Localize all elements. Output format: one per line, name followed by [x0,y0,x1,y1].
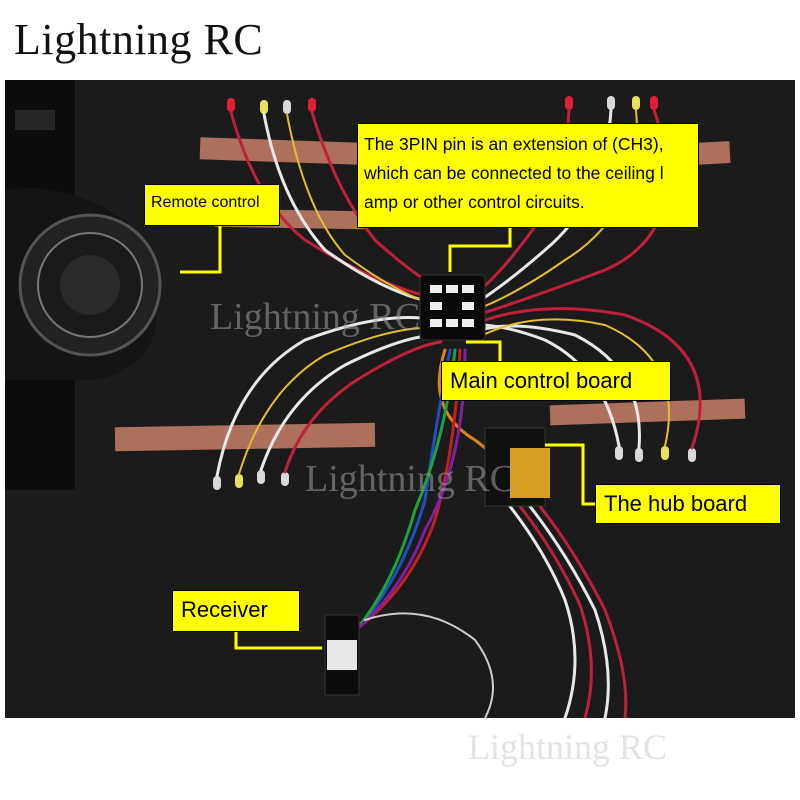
main-control-board-part [419,274,486,341]
callout-remote-control: Remote control [144,184,280,226]
receiver-part [324,614,360,696]
callout-3pin-line-1: The 3PIN pin is an extension of (CH3), [364,134,664,154]
callout-3pin-line-2: which can be connected to the ceiling l [364,163,664,183]
callout-receiver: Receiver [172,590,300,632]
led-bulbs [213,96,696,490]
brand-watermark-bottom: Lightning RC [468,727,668,767]
hub-board-part [484,427,550,507]
callout-3pin-line-3: amp or other control circuits. [364,192,585,212]
remote-transmitter [5,80,162,490]
wiring-illustration [5,80,746,718]
callout-3pin-extension: The 3PIN pin is an extension of (CH3), w… [357,123,699,228]
watermark: Lightning RC [210,296,421,338]
callout-hub-board: The hub board [595,484,781,524]
watermark: Lightning RC [305,458,516,500]
callout-main-control-board: Main control board [441,361,671,401]
brand-title: Lightning RC [14,15,264,64]
